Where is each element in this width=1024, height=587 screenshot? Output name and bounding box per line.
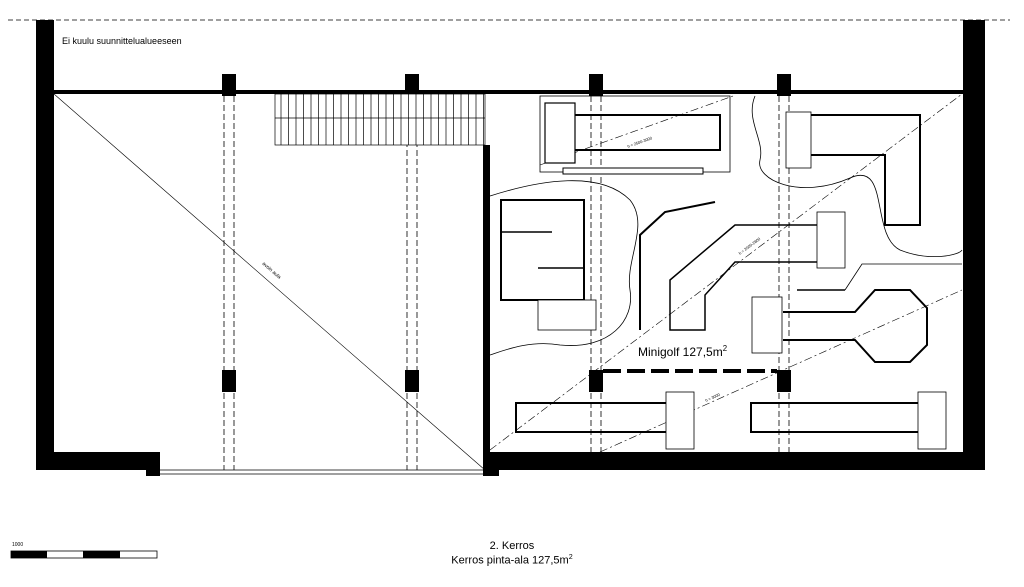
dim-label-3: h = 3000 [704,392,721,403]
dim-label-1: h = 2500-3000 [627,135,654,149]
exterior-walls [36,20,985,476]
floor-title: 2. Kerros [489,540,535,552]
void-label: avoin aula [261,261,282,281]
floor-area: Kerros pinta-ala 127,5m2 [0,553,1024,567]
floor-area-sup: 2 [568,553,573,561]
excluded-area-note: Ei kuulu suunnittelualueeseen [62,36,182,46]
minigolf-area-text: Minigolf 127,5m [638,345,723,359]
floor-area-text: Kerros pinta-ala 127,5m [451,554,569,567]
void-diagonal [53,93,486,471]
scale-bar [10,550,158,559]
scale-label: 1000 [12,542,24,548]
minigolf-area-sup: 2 [722,344,728,353]
minigolf-area-label: Minigolf 127,5m2 [638,344,727,359]
glazing [160,469,483,475]
columns [222,74,791,392]
staircase [274,93,486,146]
dim-label-2: h = 2000-2800 [738,236,762,256]
minigolf-obstacles [500,95,962,450]
freeform-curves [489,95,963,356]
